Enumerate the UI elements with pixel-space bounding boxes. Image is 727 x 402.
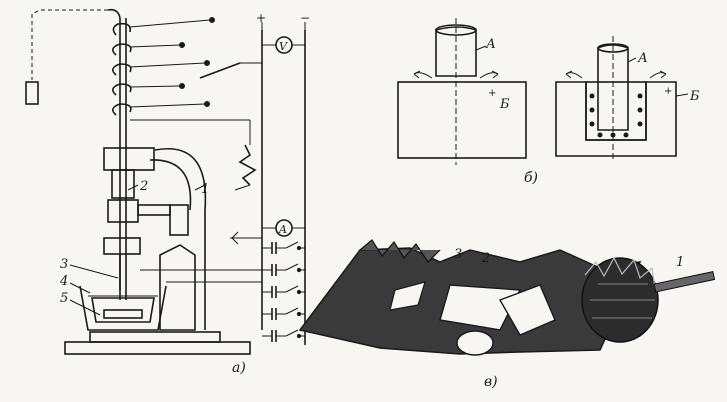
label-a-1: 1 xyxy=(201,182,209,197)
frame-arm-inner xyxy=(149,159,192,211)
toothed-electrode xyxy=(581,256,716,343)
lower-clamp xyxy=(103,237,141,255)
spindle-sleeve xyxy=(111,169,135,199)
label-b-left-work: Б xyxy=(499,97,510,112)
label-b-right-work: Б xyxy=(689,89,700,104)
workpiece xyxy=(103,309,143,319)
arrow-head xyxy=(231,231,239,245)
caption-a: а) xyxy=(232,360,246,376)
leader-5 xyxy=(69,299,101,316)
plus-sign-left: + xyxy=(488,88,496,99)
pocket-cavity xyxy=(585,81,647,141)
workpiece-b-right xyxy=(555,81,677,157)
label-a-3: 3 xyxy=(60,257,68,272)
discharge-particles xyxy=(589,93,643,138)
flow-arrow-left-1 xyxy=(413,72,433,79)
shaped-opening xyxy=(439,284,522,331)
panel-a-electrical-machine: + − V A xyxy=(25,8,310,376)
base-plate xyxy=(64,341,251,355)
coil-taps xyxy=(129,17,250,121)
serrated-edge xyxy=(359,239,441,263)
clamp-arm xyxy=(137,204,171,216)
pulley xyxy=(107,8,121,19)
label-c-1: 1 xyxy=(676,255,684,270)
shaped-opening-2 xyxy=(498,284,556,336)
machine-column xyxy=(159,244,196,331)
spring-coil xyxy=(112,22,132,116)
voltmeter-label: V xyxy=(279,40,288,53)
small-opening xyxy=(389,281,426,311)
frame-arm xyxy=(154,148,207,330)
base-platform xyxy=(89,331,221,343)
tool-electrode-left xyxy=(435,26,477,77)
bath-inner xyxy=(91,297,155,323)
label-a-2: 2 xyxy=(139,179,148,194)
resistor xyxy=(238,144,257,186)
capacitor-bank xyxy=(262,241,305,342)
leader-4 xyxy=(69,282,91,294)
round-hole xyxy=(456,330,494,356)
leader-3 xyxy=(69,264,119,279)
column-block xyxy=(169,204,189,236)
caption-c: в) xyxy=(484,374,498,390)
upper-clamp xyxy=(103,147,155,171)
string-line xyxy=(31,9,108,80)
panel-c-tool-and-part: 1 2 3 в) xyxy=(298,239,716,390)
selector-switch xyxy=(199,62,241,79)
label-b-right-tool: А xyxy=(637,51,648,66)
middle-clamp xyxy=(107,199,139,223)
label-b-left-tool: А xyxy=(485,37,496,52)
panel-b-process-sketch: А Б + А Б + б) xyxy=(397,18,700,186)
dielectric-bath xyxy=(79,285,167,331)
electrode-shaft xyxy=(653,271,716,293)
terminal-plus: + xyxy=(256,11,266,25)
plus-sign-right: + xyxy=(664,86,672,97)
label-a-5: 5 xyxy=(60,291,68,306)
tool-electrode-right xyxy=(597,44,629,131)
flow-arrow-left-2 xyxy=(479,72,499,79)
caption-b: б) xyxy=(524,170,538,186)
leader-1 xyxy=(194,184,206,191)
leader-2 xyxy=(127,184,139,191)
label-a-4: 4 xyxy=(59,274,68,289)
workpiece-b-left xyxy=(397,81,527,159)
counterweight xyxy=(25,81,39,105)
ammeter-label: A xyxy=(278,223,287,236)
label-c-2: 2 xyxy=(481,251,490,266)
label-c-3: 3 xyxy=(454,247,462,262)
terminal-minus: − xyxy=(300,11,310,25)
